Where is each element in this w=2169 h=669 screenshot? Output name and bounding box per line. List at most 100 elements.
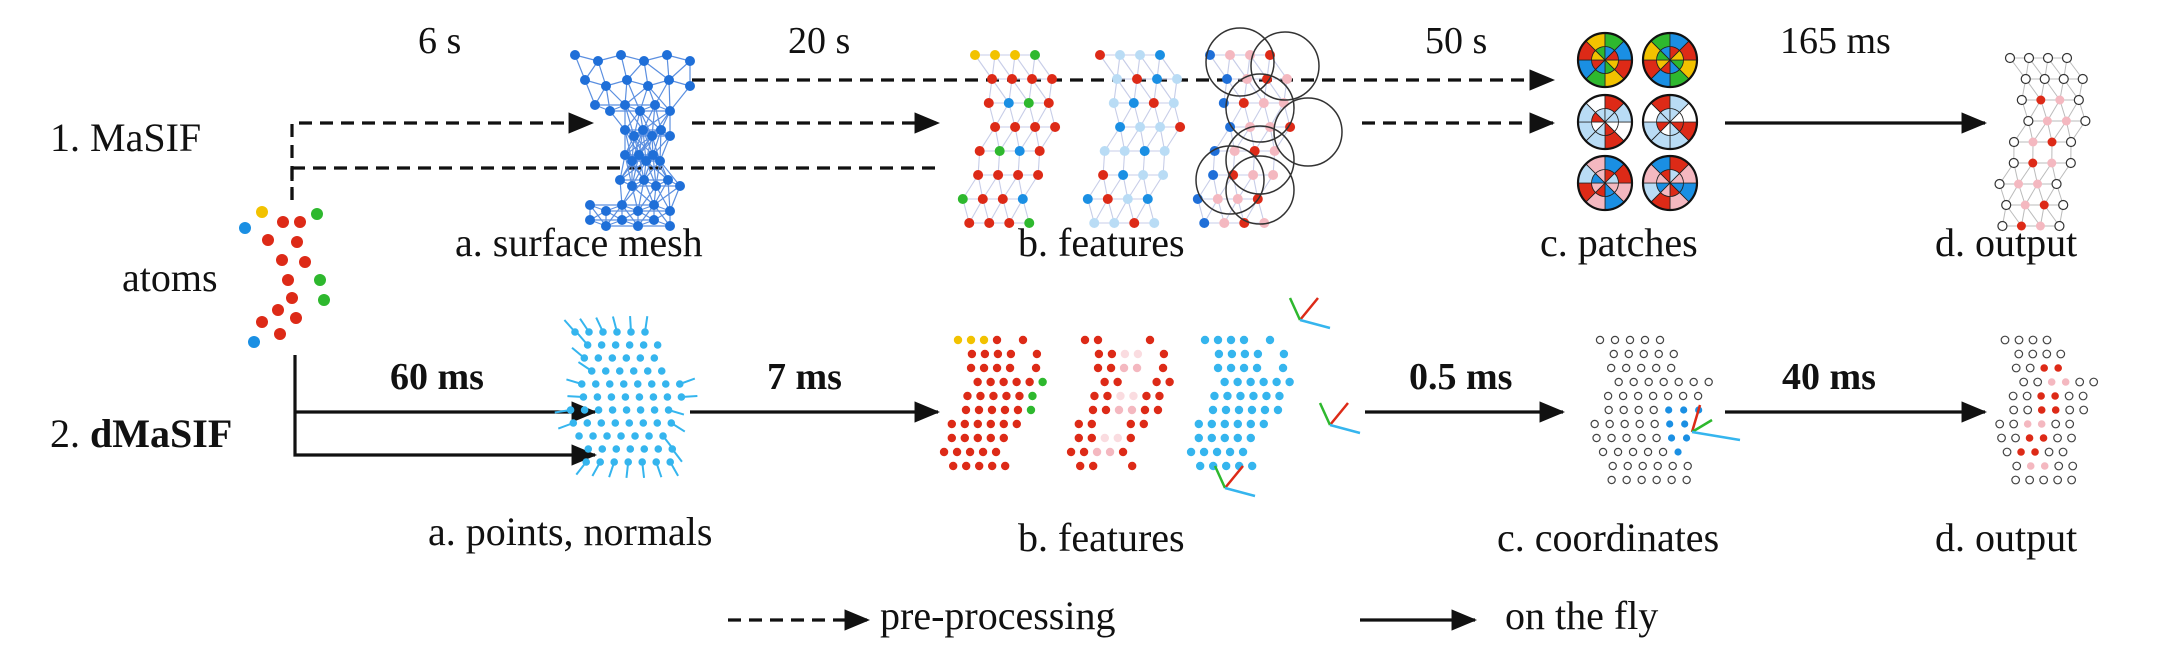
feature-cloud-a-point bbox=[992, 363, 1002, 373]
feature-mesh-b-node bbox=[1128, 98, 1139, 108]
output-point bbox=[2054, 364, 2062, 372]
feature-cloud-c-point bbox=[1195, 461, 1205, 471]
feature-mesh-a-node bbox=[1013, 170, 1024, 180]
feature-cloud-b-point bbox=[1158, 363, 1168, 373]
dmasif-time-points: 60 ms bbox=[390, 356, 484, 398]
surface-point bbox=[626, 445, 635, 453]
coordinate-point bbox=[1682, 475, 1691, 485]
output-point bbox=[2056, 349, 2066, 359]
feature-cloud-b-point bbox=[1093, 335, 1103, 345]
coordinate-point bbox=[1659, 377, 1668, 387]
feature-cloud-c-point bbox=[1213, 335, 1223, 345]
feature-mesh-b-node bbox=[1142, 194, 1153, 204]
feature-cloud-a-point bbox=[1038, 377, 1047, 387]
feature-cloud-b-point bbox=[1090, 391, 1099, 401]
patch-outline bbox=[1641, 93, 1699, 151]
feature-cloud-c-point bbox=[1272, 377, 1281, 387]
feature-cloud-c-point bbox=[1247, 405, 1257, 415]
output-mesh-node bbox=[1994, 178, 2005, 190]
coordinate-point bbox=[1619, 405, 1628, 415]
output-point bbox=[2078, 391, 2088, 401]
feature-cloud-c-point bbox=[1278, 363, 1288, 373]
feature-cloud-c-point bbox=[1208, 405, 1218, 415]
local-axis-blue bbox=[1691, 430, 1741, 442]
normal-vector bbox=[641, 461, 646, 479]
feature-mesh-a-node bbox=[1034, 146, 1045, 156]
feature-cloud-b-point bbox=[1139, 377, 1148, 387]
coordinate-point bbox=[1621, 363, 1631, 373]
output-point bbox=[2079, 405, 2089, 415]
feature-mesh-c-node bbox=[1225, 50, 1235, 60]
feature-cloud-a-point bbox=[978, 447, 988, 457]
masif-time-patches: 50 s bbox=[1425, 20, 1488, 62]
feature-cloud-b-point bbox=[1126, 377, 1135, 387]
feature-mesh-c-node bbox=[1222, 74, 1233, 84]
feature-mesh-c-node bbox=[1282, 74, 1293, 84]
mesh-edge bbox=[637, 179, 645, 212]
atom bbox=[291, 236, 303, 248]
feature-cloud-c-point bbox=[1239, 335, 1249, 345]
feature-cloud-b-point bbox=[1100, 433, 1109, 443]
feature-cloud-b-point bbox=[1113, 377, 1122, 387]
feature-cloud-c-point bbox=[1220, 377, 1229, 387]
feature-cloud-c-point bbox=[1262, 391, 1271, 401]
mesh-edge bbox=[624, 129, 633, 162]
feature-mesh-b-node bbox=[1102, 194, 1113, 204]
coordinate-point bbox=[1678, 391, 1688, 401]
feature-cloud-a-point bbox=[1032, 349, 1042, 359]
frame-axis-blue bbox=[1224, 486, 1256, 498]
feature-cloud-c-point bbox=[1240, 349, 1250, 359]
feature-cloud-a-point bbox=[976, 391, 985, 401]
coordinate-point bbox=[1635, 419, 1644, 429]
output-point bbox=[2039, 475, 2049, 485]
dmasif-step-output: d. output bbox=[1935, 515, 2078, 560]
feature-cloud-a-point bbox=[973, 377, 982, 387]
dashed-arrow-to-mesh bbox=[290, 112, 595, 200]
frame-axis-red bbox=[1224, 465, 1244, 489]
dmasif-time-coordinates: 0.5 ms bbox=[1409, 356, 1513, 398]
surface-point bbox=[643, 367, 652, 375]
patch-outline bbox=[1576, 154, 1634, 212]
feature-cloud-b-point bbox=[1116, 391, 1125, 401]
patch-circle bbox=[1225, 73, 1295, 143]
coordinate-point bbox=[1624, 349, 1633, 359]
patch-circle bbox=[1205, 27, 1275, 97]
feature-mesh-b-node bbox=[1155, 122, 1166, 132]
surface-point bbox=[639, 341, 648, 349]
output-mesh-node bbox=[2016, 221, 2026, 231]
coordinate-point bbox=[1652, 433, 1661, 443]
normal-vector bbox=[679, 377, 696, 385]
coordinate-point bbox=[1668, 461, 1677, 471]
mesh-edge bbox=[621, 179, 645, 206]
coordinate-point bbox=[1607, 433, 1616, 443]
mesh-edge bbox=[626, 79, 641, 112]
feature-cloud-c-point bbox=[1226, 335, 1236, 345]
mesh-edge bbox=[624, 154, 633, 187]
feature-cloud-a-point bbox=[961, 405, 971, 415]
feature-cloud-b-point bbox=[1120, 349, 1130, 359]
dmasif-time-output: 40 ms bbox=[1782, 356, 1876, 398]
output-mesh-node bbox=[2028, 158, 2038, 168]
feature-cloud-a-point bbox=[993, 349, 1003, 359]
feature-mesh-b-node bbox=[1129, 218, 1140, 228]
coordinate-point bbox=[1666, 363, 1676, 373]
surface-point bbox=[639, 419, 648, 427]
row-label-masif: 1. MaSIF bbox=[50, 118, 201, 158]
normal-vector bbox=[670, 422, 686, 433]
surface-point bbox=[611, 341, 620, 349]
feature-mesh-a-node bbox=[990, 122, 1001, 132]
feature-mesh-a-node bbox=[977, 194, 988, 204]
coordinate-point bbox=[1658, 447, 1668, 457]
frame-axis-red bbox=[1299, 297, 1319, 321]
feature-mesh-a-node bbox=[1017, 194, 1028, 204]
output-point bbox=[2042, 335, 2052, 345]
feature-mesh-b-node bbox=[1149, 218, 1160, 228]
dmasif-step-points-normals: a. points, normals bbox=[428, 509, 713, 554]
feature-mesh-c-node bbox=[1248, 170, 1259, 180]
feature-mesh-a-node bbox=[964, 218, 975, 228]
mesh-edge bbox=[624, 129, 644, 156]
feature-cloud-b-point bbox=[1105, 447, 1115, 457]
feature-mesh-b-node bbox=[1158, 170, 1169, 180]
output-point bbox=[2051, 392, 2059, 400]
normal-vector bbox=[557, 422, 574, 430]
